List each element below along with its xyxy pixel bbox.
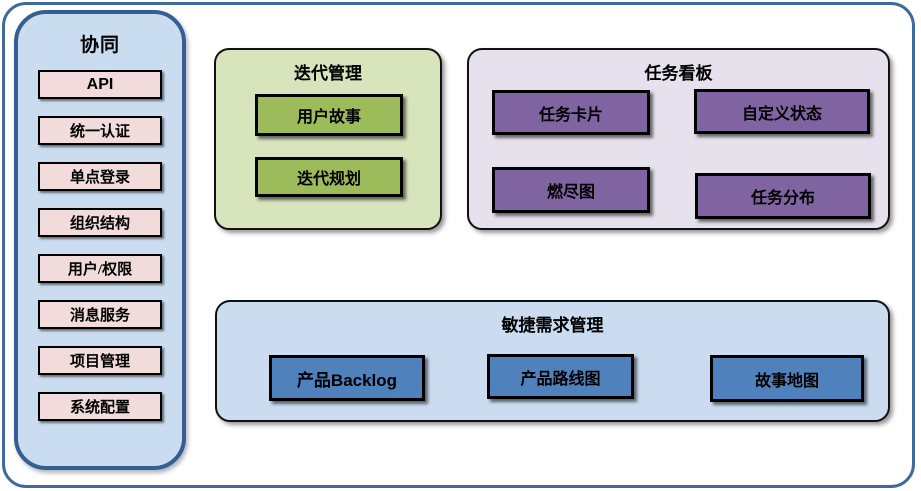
node-product-roadmap: 产品路线图	[487, 354, 634, 399]
group-collaboration-title: 协同	[79, 35, 120, 56]
node-product-backlog: 产品Backlog	[269, 355, 425, 401]
node-iteration-planning: 迭代规划	[255, 157, 403, 197]
group-iteration-management: 迭代管理 用户故事 迭代规划	[214, 48, 442, 230]
group-collaboration: 协同 API 统一认证 单点登录 组织结构 用户/权限 消息服务 项目管理 系统…	[14, 10, 186, 470]
sidebar-item-system-config: 系统配置	[38, 392, 162, 421]
node-user-story: 用户故事	[255, 94, 403, 136]
group-iteration-management-title: 迭代管理	[294, 64, 362, 83]
sidebar-item-org-structure: 组织结构	[38, 208, 162, 237]
node-burndown-chart: 燃尽图	[492, 167, 650, 213]
sidebar-item-api: API	[38, 70, 162, 99]
node-task-card: 任务卡片	[492, 90, 650, 135]
group-task-board-title: 任务看板	[644, 64, 713, 83]
group-task-board: 任务看板 任务卡片 自定义状态 燃尽图 任务分布	[467, 48, 890, 230]
node-task-distribution: 任务分布	[695, 173, 871, 219]
group-agile-requirements-title: 敏捷需求管理	[501, 316, 604, 335]
sidebar-item-sso: 单点登录	[38, 162, 162, 191]
sidebar-item-message-service: 消息服务	[38, 300, 162, 329]
node-story-map: 故事地图	[710, 355, 864, 402]
sidebar-item-unified-auth: 统一认证	[38, 116, 162, 145]
group-collaboration-items: API 统一认证 单点登录 组织结构 用户/权限 消息服务 项目管理 系统配置	[18, 70, 182, 421]
sidebar-item-user-permissions: 用户/权限	[38, 254, 162, 283]
group-agile-requirements: 敏捷需求管理 产品Backlog 产品路线图 故事地图	[215, 300, 890, 422]
node-custom-status: 自定义状态	[694, 89, 870, 134]
sidebar-item-project-management: 项目管理	[38, 346, 162, 375]
